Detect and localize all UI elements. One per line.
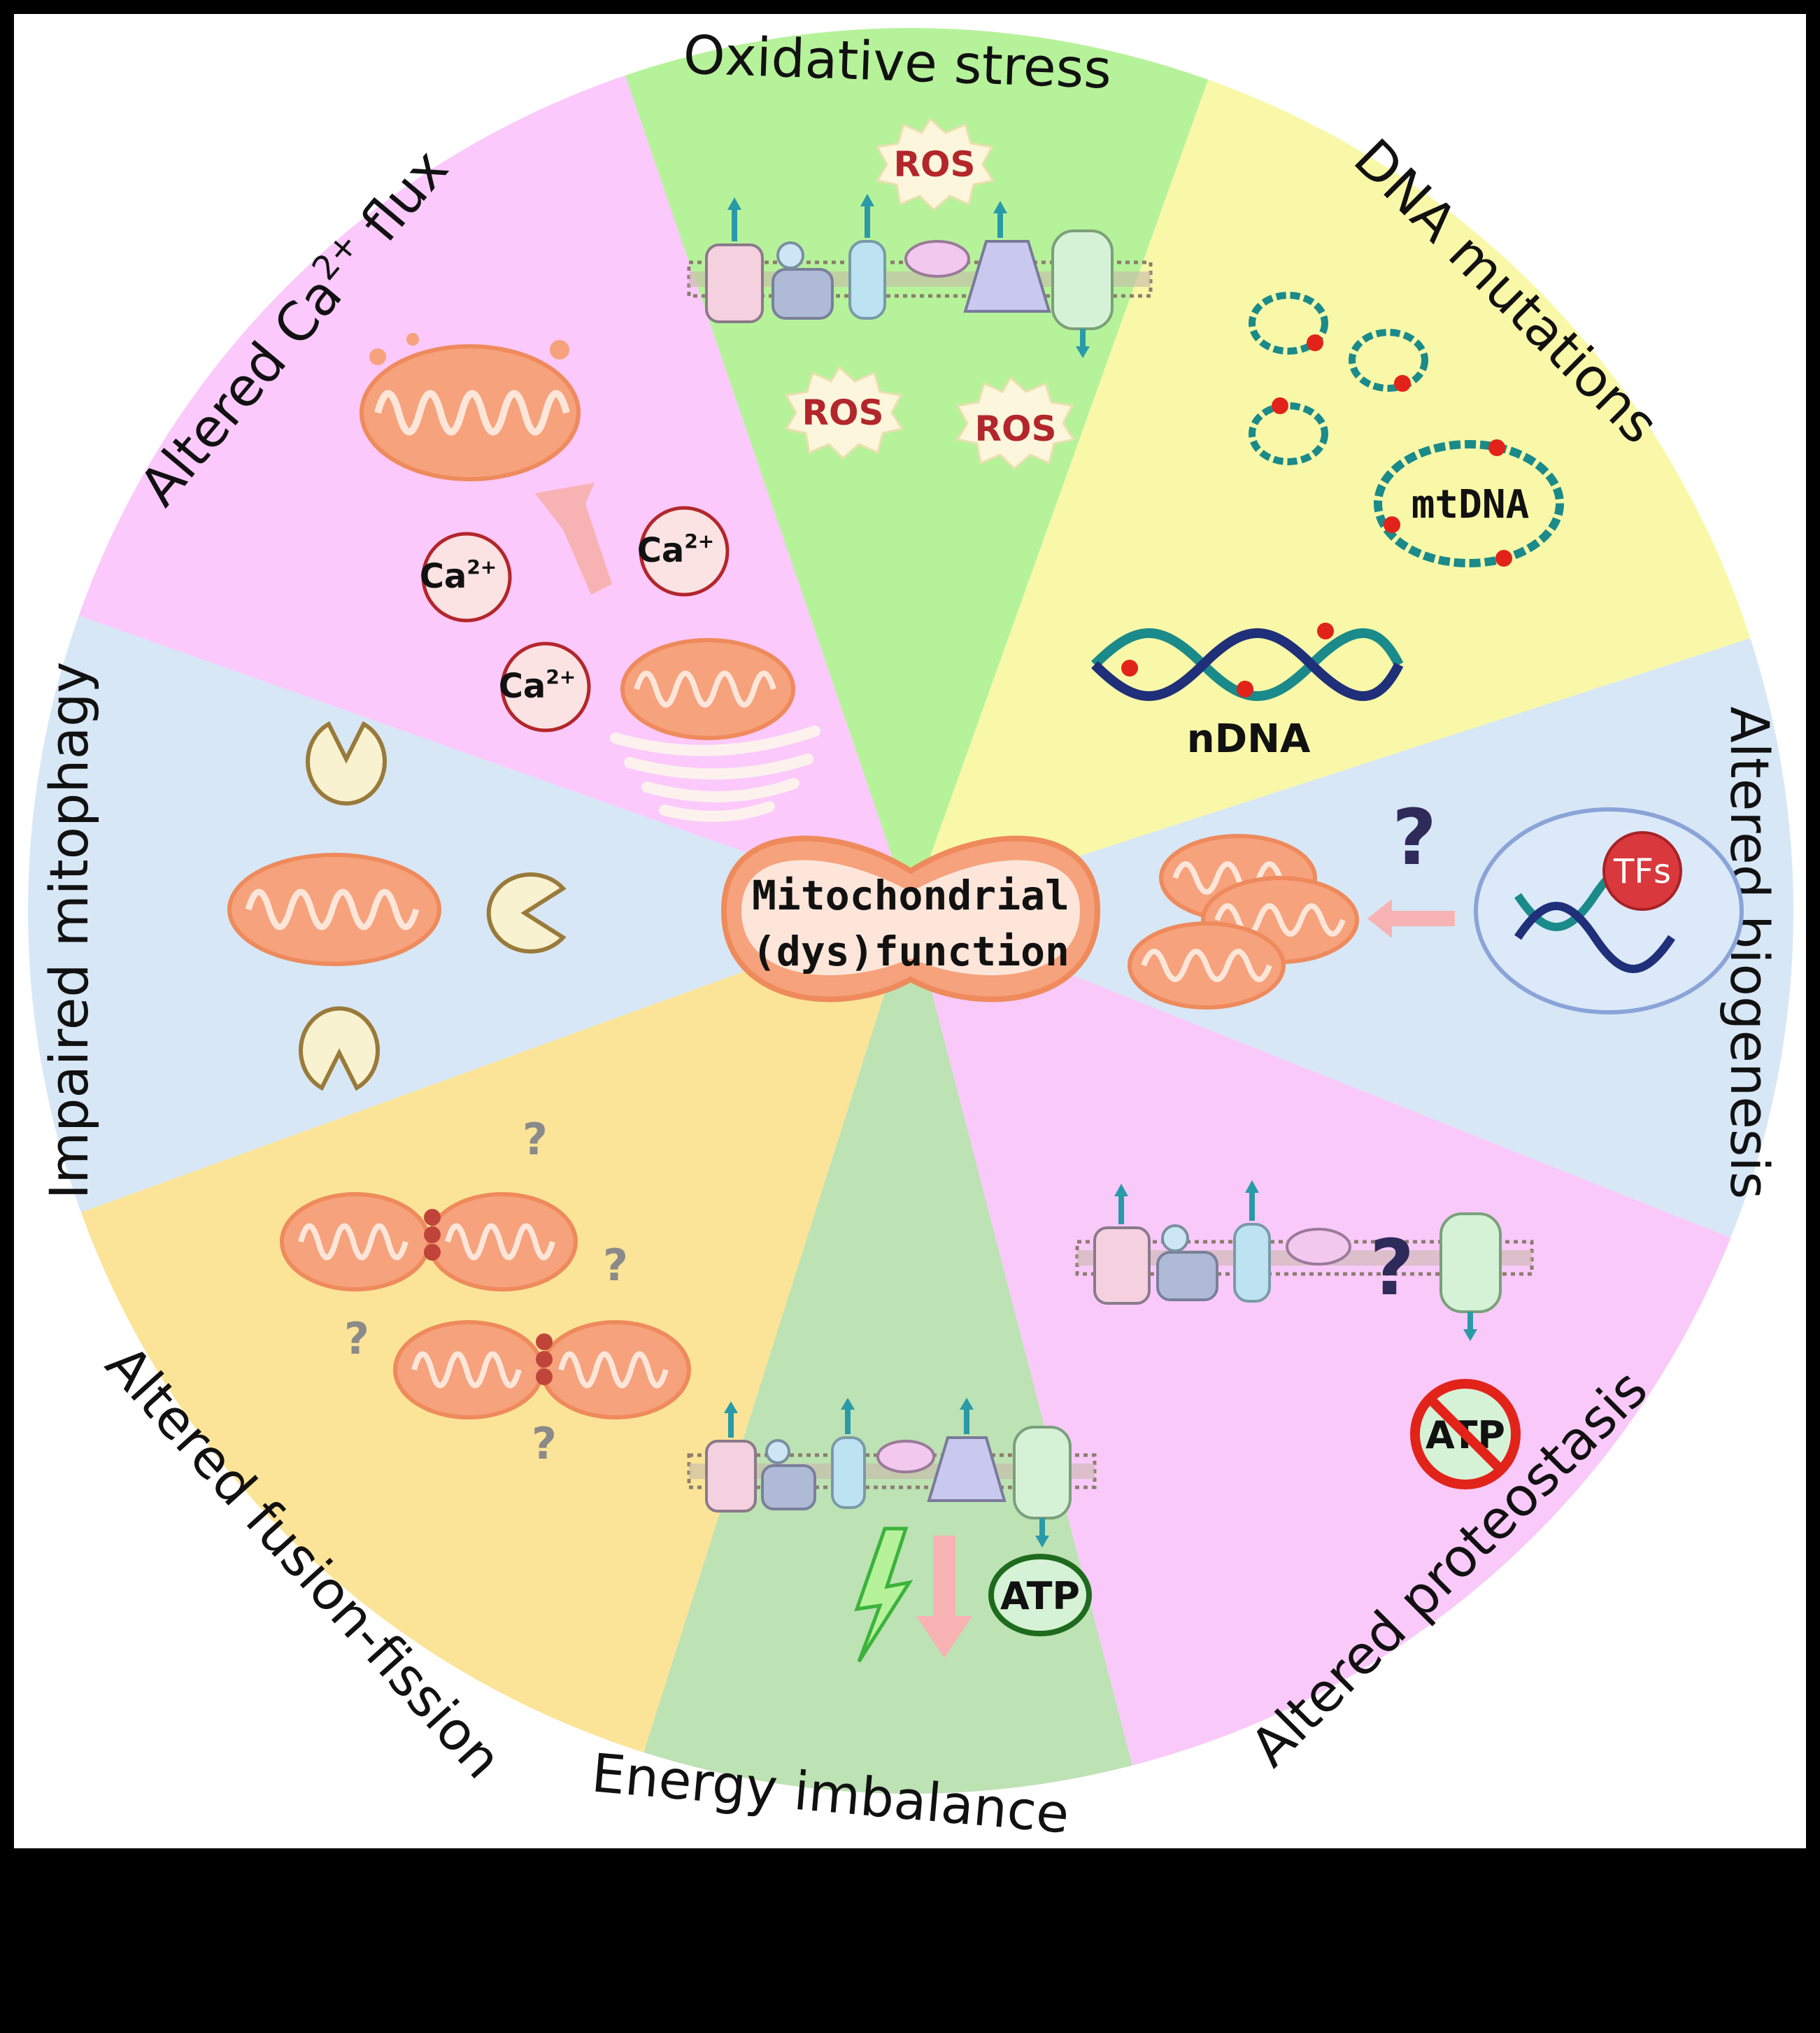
oxidative-stress-content: ROS ROS ROS	[687, 117, 1153, 471]
ros-badge-top: ROS	[875, 117, 995, 212]
center-title-line2: (dys)function	[752, 928, 1069, 975]
ca-ion: Ca2+	[499, 642, 591, 732]
ca-ion: Ca2+	[420, 532, 512, 623]
phagophore-icon	[306, 721, 387, 806]
ros-badge-left: ROS	[784, 365, 904, 460]
dna-mutations-content: mtDNA nDNA	[1091, 292, 1564, 762]
ca-ion-label: Ca2+	[499, 665, 576, 706]
arrow-down	[916, 1536, 972, 1658]
phagophore-icon	[486, 872, 567, 954]
tfs-badge	[1602, 831, 1682, 911]
energy-imbalance-content: ATP	[687, 1398, 1097, 1663]
label-oxidative-stress: Oxidative stress	[682, 23, 1112, 100]
membrane	[687, 194, 1153, 358]
swollen-mitochondrion	[360, 333, 581, 481]
question-mark: ?	[603, 1240, 628, 1291]
ros-text: ROS	[893, 144, 975, 185]
mitochondrion-icon	[620, 638, 795, 740]
mutation-stars	[1272, 334, 1512, 567]
ca-ion: Ca2+	[637, 506, 730, 597]
no-atp-sign: ATP	[1410, 1379, 1521, 1489]
segment-oxidative-stress	[599, 28, 1237, 911]
plasmid-small	[1349, 329, 1428, 392]
question-mark: ?	[522, 1114, 548, 1165]
phagophore-icon	[299, 1006, 380, 1091]
ca-ion-label: Ca2+	[637, 530, 715, 570]
altered-fusion-fission-content: ? ? ? ?	[280, 1114, 691, 1469]
question-mark: ?	[1370, 1223, 1414, 1312]
altered-biogenesis-content: ? TFs	[1128, 793, 1744, 1014]
ros-badge-right: ROS	[955, 376, 1076, 471]
impaired-mitophagy-content	[227, 721, 567, 1091]
plasmid-small	[1249, 402, 1328, 465]
dividing-mito-top	[280, 1192, 578, 1291]
ca-charge: 2+	[467, 555, 497, 579]
segment-impaired-mitophagy	[28, 588, 911, 1242]
segment-altered-biogenesis	[911, 616, 1793, 1273]
tfs-label: TFs	[1613, 852, 1671, 891]
mtdna-label: mtDNA	[1412, 482, 1530, 527]
mtdna-ring	[1374, 440, 1564, 567]
ros-text: ROS	[802, 392, 883, 433]
endoplasmic-reticulum	[610, 725, 820, 822]
atp-badge	[988, 1554, 1092, 1636]
question-mark: ?	[1392, 793, 1437, 882]
center-mitochondrion: Mitochondrial (dys)function	[720, 835, 1101, 1003]
ca-charge: 2+	[546, 665, 576, 688]
ndna-helix	[1091, 623, 1404, 701]
plasmid-small	[1249, 292, 1328, 355]
question-mark: ?	[532, 1418, 557, 1469]
ca-symbol: Ca	[637, 531, 685, 570]
center-title-line1: Mitochondrial	[752, 872, 1069, 919]
nucleus	[1474, 807, 1744, 1014]
altered-ca-flux-content: Ca2+ Ca2+ Ca2+	[360, 333, 820, 822]
dividing-mito-bottom	[393, 1320, 691, 1419]
ca-ion-label: Ca2+	[420, 555, 497, 596]
ndna-label: nDNA	[1187, 716, 1311, 762]
ca-symbol: Ca	[499, 667, 546, 706]
question-mark: ?	[344, 1313, 369, 1364]
ca-charge: 2+	[684, 530, 714, 553]
label-impaired-mitophagy: Impaired mitophagy	[38, 662, 100, 1200]
arrow-left	[1367, 899, 1455, 938]
ca-symbol: Ca	[420, 557, 467, 596]
mitochondrion-icon	[227, 853, 441, 966]
arrow-up	[535, 483, 612, 595]
lightning-icon	[854, 1526, 913, 1663]
atp-label: ATP	[1000, 1574, 1080, 1618]
altered-proteostasis-content: ? ATP	[1075, 1180, 1534, 1489]
mito-cluster	[1128, 834, 1359, 1010]
ros-text: ROS	[974, 409, 1056, 449]
